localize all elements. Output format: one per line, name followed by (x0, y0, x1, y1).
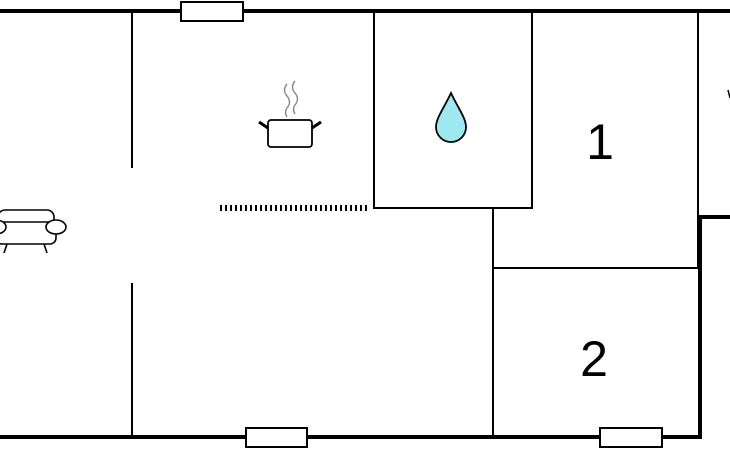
room-label-1: 1 (586, 114, 614, 170)
cooking-pot-icon (258, 80, 322, 148)
sofa-icon (0, 209, 67, 254)
window-bottom-left (245, 427, 308, 448)
interior-walls (131, 10, 699, 437)
right-wall (698, 215, 730, 439)
room-label-2: 2 (580, 331, 608, 387)
water-drop-icon (435, 90, 467, 143)
windows (180, 1, 663, 448)
bathroom-walls (373, 10, 533, 209)
window-top (180, 1, 244, 22)
exterior-walls (0, 9, 730, 439)
window-bottom-right (599, 427, 663, 448)
